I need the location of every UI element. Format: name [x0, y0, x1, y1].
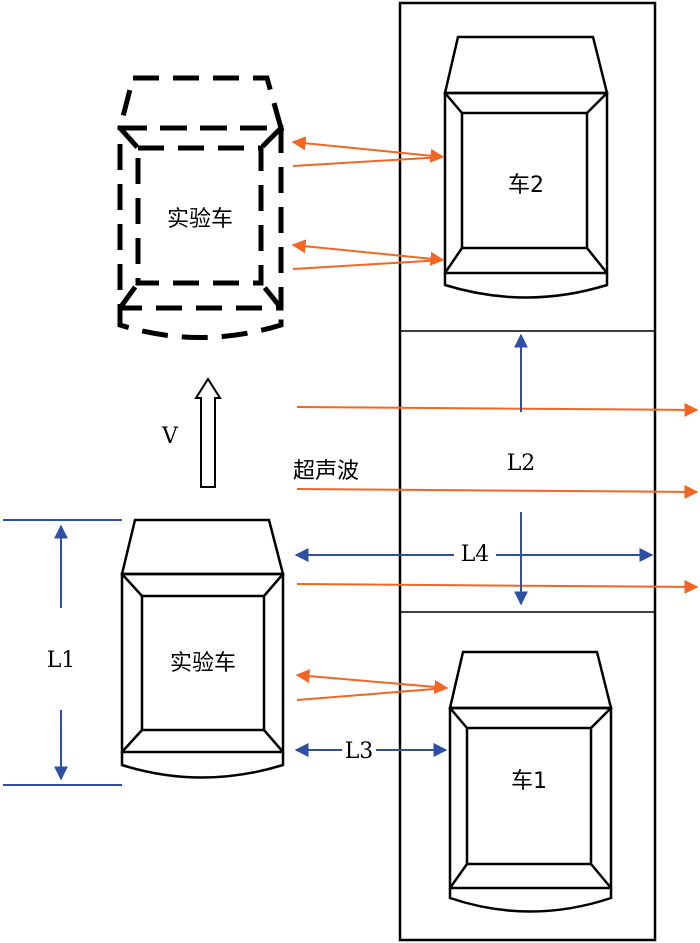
- velocity-label: V: [161, 424, 179, 449]
- ultrasonic-arrows: [291, 136, 699, 701]
- test-car-ghost-label: 实验车: [167, 207, 233, 232]
- dimension-lines: [3, 333, 654, 786]
- velocity-arrow: [194, 377, 222, 488]
- car-1-label: 车1: [511, 769, 547, 794]
- test-car-ghost: [116, 75, 285, 340]
- dimension-L1: L1: [47, 648, 76, 673]
- test-car-label: 实验车: [170, 651, 236, 676]
- car-2-label: 车2: [508, 173, 544, 198]
- parking-lane: [398, 1, 657, 942]
- car-1: [448, 650, 613, 913]
- ultrasonic-label: 超声波: [293, 459, 359, 484]
- car-2: [443, 35, 609, 299]
- dimension-L2: L2: [507, 451, 536, 476]
- dimension-L4: L4: [461, 542, 490, 567]
- test-car: [120, 518, 285, 779]
- dimension-L3: L3: [345, 739, 374, 764]
